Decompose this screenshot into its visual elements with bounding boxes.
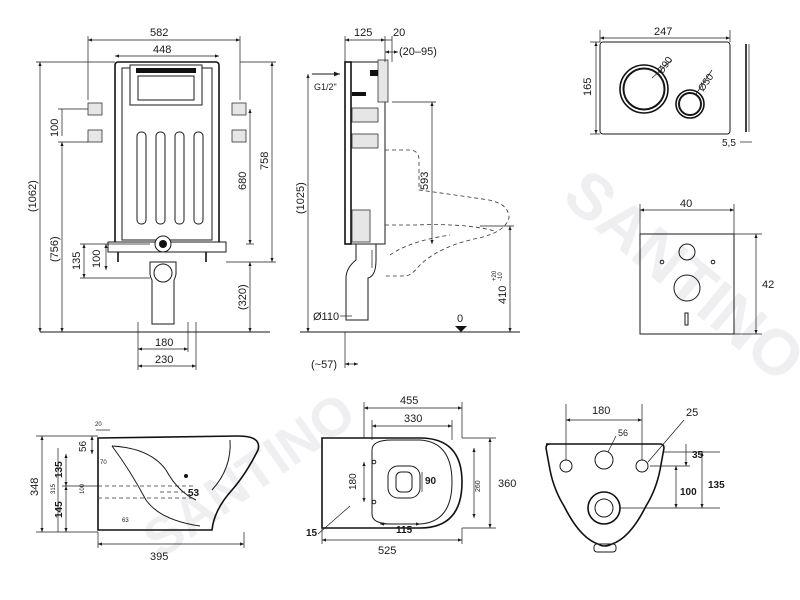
dim-plate-5-5: 5,5	[722, 138, 736, 149]
dim-gasket-40: 40	[680, 198, 692, 210]
gasket-view: 40 42	[639, 198, 774, 335]
dim-680: 680	[237, 172, 249, 190]
dim-plate-d90: Ø90	[655, 55, 675, 77]
dim-135-back: 135	[708, 480, 725, 491]
dim-100-top: 100	[49, 119, 61, 137]
dim-180-back: 180	[592, 405, 610, 417]
dim-20: 20	[393, 27, 405, 39]
dim-395: 395	[150, 551, 168, 563]
dim-455: 455	[400, 395, 418, 407]
dim-348: 348	[29, 478, 41, 496]
dim-230: 230	[155, 354, 173, 366]
dim-115: 115	[396, 525, 413, 536]
dim-135: 135	[71, 252, 83, 270]
dim-63-side: 63	[122, 518, 129, 524]
dim-15: 15	[306, 528, 318, 539]
dim-315: 315	[51, 483, 57, 494]
bowl-back-view: 180 25 56 35 100 135	[545, 404, 725, 553]
dim-1062: (1062)	[27, 180, 39, 212]
dim-410: 410	[497, 286, 509, 304]
dim-35-back: 35	[692, 450, 704, 461]
dim-25-back: 25	[686, 407, 698, 419]
dim-260: 260	[475, 480, 482, 492]
svg-text:SANTINO: SANTINO	[132, 381, 365, 570]
dim-70-side: 70	[100, 460, 107, 466]
dim-145-side: 145	[54, 501, 65, 518]
dim-448: 448	[153, 44, 171, 56]
dim-110: Ø110	[313, 311, 339, 323]
frame-front-view: 582 448 (1062) (756) 100 135 100 680 758…	[27, 27, 276, 370]
dim-56-back: 56	[618, 428, 628, 438]
dim-758: 758	[259, 152, 271, 170]
label-g12-pipe: G1/2"	[314, 82, 337, 92]
dim-180-top: 180	[348, 473, 359, 490]
dim-360: 360	[498, 478, 516, 490]
dim-320: (320)	[237, 284, 249, 310]
dim-100-bottom: 100	[91, 250, 103, 268]
dim-180: 180	[155, 337, 173, 349]
dim-90-top: 90	[425, 476, 437, 487]
dim-1025: (1025)	[295, 182, 307, 214]
dim-gasket-42: 42	[762, 279, 774, 291]
dim-100-side: 100	[80, 483, 86, 494]
dim-57: (~57)	[311, 359, 337, 371]
dim-53-side: 53	[188, 488, 200, 499]
tol-minus: -10	[498, 272, 504, 281]
tol-plus: +20	[492, 270, 498, 281]
dim-100-back: 100	[680, 487, 697, 498]
dim-56-side: 56	[78, 440, 89, 452]
dim-plate-d50: Ø50	[696, 72, 716, 94]
dim-20-side: 20	[95, 422, 102, 428]
svg-text:SANTINO: SANTINO	[551, 156, 800, 396]
dim-330: 330	[404, 413, 422, 425]
dim-593: 593	[419, 172, 431, 190]
frame-side-view: G1/2" 125 20 (20–95) (1025) 593 410 +20 …	[295, 27, 520, 371]
dim-plate-247: 247	[654, 26, 672, 38]
level-zero: 0	[457, 313, 463, 325]
dim-525: 525	[378, 545, 396, 557]
dim-20-95: (20–95)	[399, 46, 437, 58]
bowl-top-view: 455 330 180 90 260 360 15 115 525	[306, 395, 516, 557]
dim-125: 125	[354, 27, 372, 39]
bowl-side-view: 348 315 56 135 145 20 70 100 63 53 395	[29, 422, 260, 563]
dim-plate-165: 165	[582, 78, 594, 96]
dim-756: (756)	[49, 236, 61, 262]
flush-plate-view: Ø90 Ø50 5,5 247 165	[582, 26, 752, 149]
dim-582: 582	[150, 27, 168, 39]
dim-135-side: 135	[54, 461, 65, 478]
